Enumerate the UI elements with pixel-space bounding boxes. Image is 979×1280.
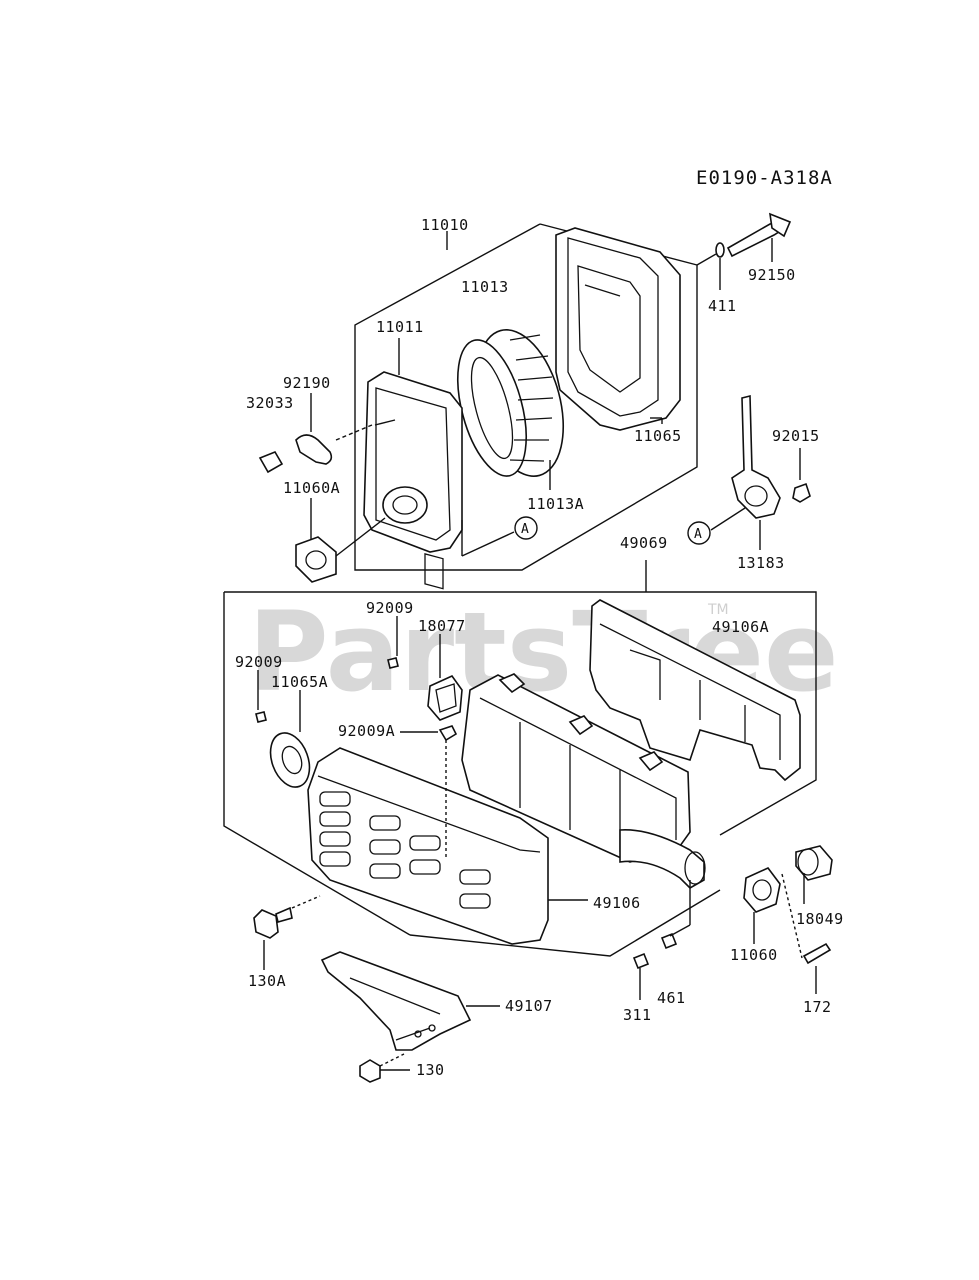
- air-cleaner-base-part[interactable]: [363, 371, 463, 590]
- breather-hose-part[interactable]: [258, 424, 373, 474]
- label-411: 411: [708, 297, 737, 315]
- gasket-11065A-part[interactable]: [264, 728, 317, 793]
- heat-shield-49106A-part[interactable]: [589, 599, 801, 782]
- label-13183: 13183: [737, 554, 785, 572]
- label-92009-left: 92009: [235, 653, 283, 671]
- label-32033: 32033: [246, 394, 294, 412]
- guard-49107-part[interactable]: [320, 951, 472, 1051]
- label-11013: 11013: [461, 278, 509, 296]
- label-92009-upper: 92009: [366, 599, 414, 617]
- label-92190: 92190: [283, 374, 331, 392]
- label-18077: 18077: [418, 617, 466, 635]
- screw-92009-left-part[interactable]: [255, 711, 267, 723]
- label-11060A: 11060A: [283, 479, 340, 497]
- label-11011: 11011: [376, 318, 424, 336]
- filter-element-part[interactable]: [445, 320, 578, 486]
- label-130A: 130A: [248, 972, 286, 990]
- callout-a-left: A: [514, 516, 538, 540]
- screw-92009A-part[interactable]: [438, 725, 458, 860]
- cap-18049-part[interactable]: [795, 845, 833, 881]
- watermark-trademark: TM: [707, 602, 729, 618]
- label-461: 461: [657, 989, 686, 1007]
- label-11010: 11010: [421, 216, 469, 234]
- air-cleaner-case-part[interactable]: [555, 227, 681, 431]
- label-11065: 11065: [634, 427, 682, 445]
- bracket-13183-part[interactable]: [731, 394, 781, 519]
- screw-92009-upper-part[interactable]: [387, 657, 399, 669]
- spark-arrester-18077-part[interactable]: [427, 674, 463, 721]
- label-49106A: 49106A: [712, 618, 769, 636]
- nut-92015-part[interactable]: [792, 482, 811, 503]
- wing-bolt-part[interactable]: [696, 212, 792, 266]
- callout-a-right: A: [687, 521, 711, 545]
- gasket-11060A-part[interactable]: [295, 517, 386, 583]
- stud-172-part[interactable]: [781, 873, 832, 965]
- label-130: 130: [416, 1061, 445, 1079]
- label-92009A: 92009A: [338, 722, 395, 740]
- diagram-code: E0190-A318A: [696, 167, 833, 189]
- label-11013A: 11013A: [527, 495, 584, 513]
- label-92150: 92150: [748, 266, 796, 284]
- label-49107: 49107: [505, 997, 553, 1015]
- muffler-group-outline: [223, 560, 817, 957]
- label-49069: 49069: [620, 534, 668, 552]
- label-311: 311: [623, 1006, 652, 1024]
- label-92015: 92015: [772, 427, 820, 445]
- muffler-cover-49106-part[interactable]: [307, 747, 549, 945]
- nut-461-part[interactable]: [660, 932, 678, 950]
- muffler-body-part[interactable]: [461, 673, 706, 889]
- nut-311-part[interactable]: [632, 952, 650, 970]
- bolt-130A-part[interactable]: [253, 895, 321, 939]
- leader-lines-lower: [257, 616, 817, 1071]
- label-11065A: 11065A: [271, 673, 328, 691]
- gasket-11060-part[interactable]: [743, 867, 781, 913]
- callout-a-left-text: A: [521, 522, 529, 537]
- label-172: 172: [803, 998, 832, 1016]
- leader-lines-upper: [310, 238, 801, 557]
- label-11060: 11060: [730, 946, 778, 964]
- bolt-130-part[interactable]: [359, 1053, 405, 1083]
- part-labels: 11010 11013 11011 92190 32033 11060A 110…: [235, 216, 844, 1079]
- label-49106: 49106: [593, 894, 641, 912]
- label-18049: 18049: [796, 910, 844, 928]
- callout-a-right-text: A: [694, 527, 702, 542]
